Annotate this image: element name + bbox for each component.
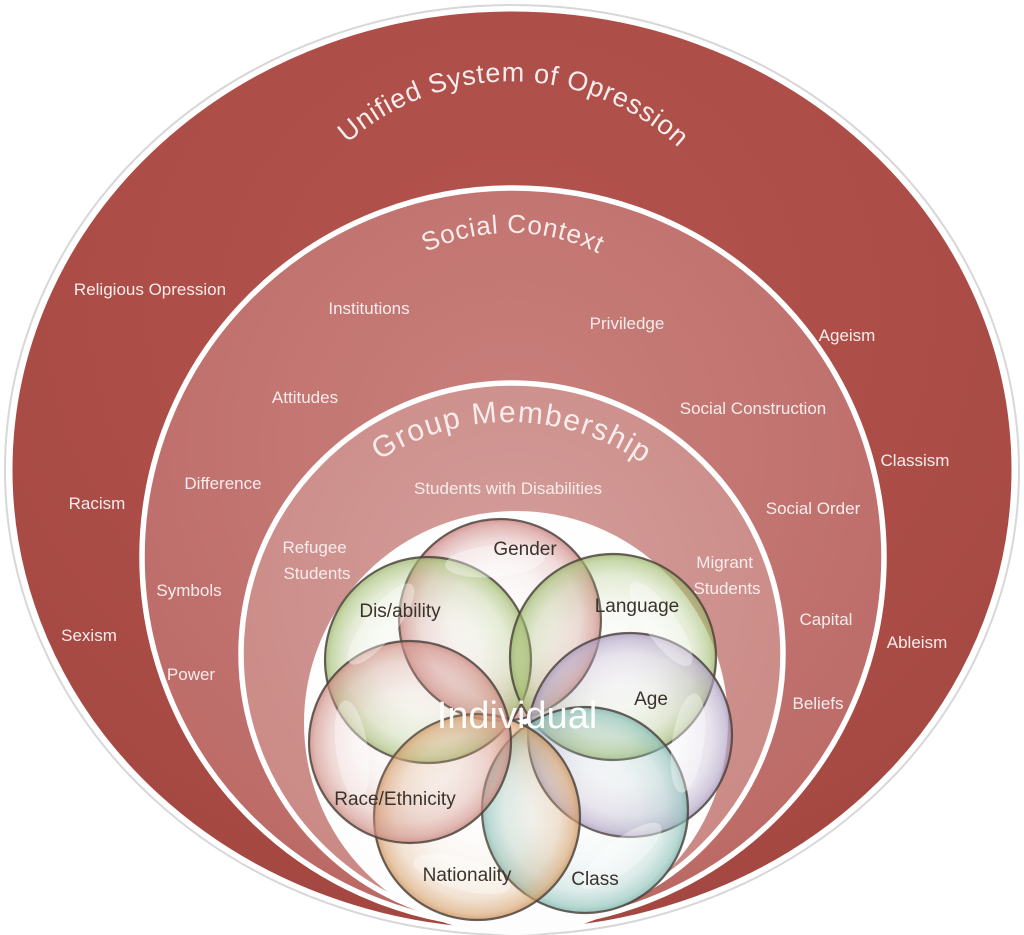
outer-halo [4, 4, 1020, 935]
label-refugee-line2: Students [283, 564, 350, 583]
label-gender: Gender [493, 539, 557, 560]
label-individual: Individual [437, 695, 598, 737]
label-migrant-line1: Migrant [696, 553, 753, 572]
highlight-class [580, 822, 662, 890]
label-capital: Capital [800, 610, 853, 629]
label-classism: Classism [881, 451, 950, 470]
highlight-disability [347, 583, 415, 665]
venn-flower [307, 517, 734, 922]
label-attitudes: Attitudes [272, 388, 338, 407]
label-ableism: Ableism [887, 633, 947, 652]
label-migrant-students: Migrant Students [693, 553, 760, 598]
highlight-language [629, 582, 693, 666]
highlight-gender [445, 544, 545, 578]
label-social-order: Social Order [766, 499, 861, 518]
label-class: Class [571, 869, 619, 890]
label-beliefs: Beliefs [792, 694, 843, 713]
label-symbols: Symbols [156, 581, 221, 600]
label-language: Language [595, 596, 680, 617]
label-religious-opression: Religious Opression [74, 280, 226, 299]
label-sexism: Sexism [61, 626, 117, 645]
label-ageism: Ageism [819, 326, 876, 345]
highlight-nationality [413, 853, 511, 895]
label-social-construction: Social Construction [680, 399, 826, 418]
label-power: Power [167, 665, 216, 684]
venn-circle-race-ethnicity [307, 639, 513, 845]
label-priviledge: Priviledge [590, 314, 665, 333]
label-nationality: Nationality [423, 865, 512, 886]
label-refugee-line1: Refugee [282, 538, 346, 557]
label-race-ethnicity: Race/Ethnicity [334, 789, 456, 810]
label-migrant-line2: Students [693, 579, 760, 598]
label-age: Age [634, 689, 668, 710]
label-refugee-students: Refugee Students [282, 538, 351, 583]
venn-highlights [334, 544, 706, 895]
label-institutions: Institutions [328, 299, 409, 318]
highlight-race-ethnicity [334, 700, 370, 800]
label-difference: Difference [184, 474, 261, 493]
label-racism: Racism [69, 494, 126, 513]
label-disability: Dis/ability [359, 601, 441, 622]
highlight-age [670, 693, 706, 793]
label-students-with-disabilities: Students with Disabilities [414, 479, 602, 498]
